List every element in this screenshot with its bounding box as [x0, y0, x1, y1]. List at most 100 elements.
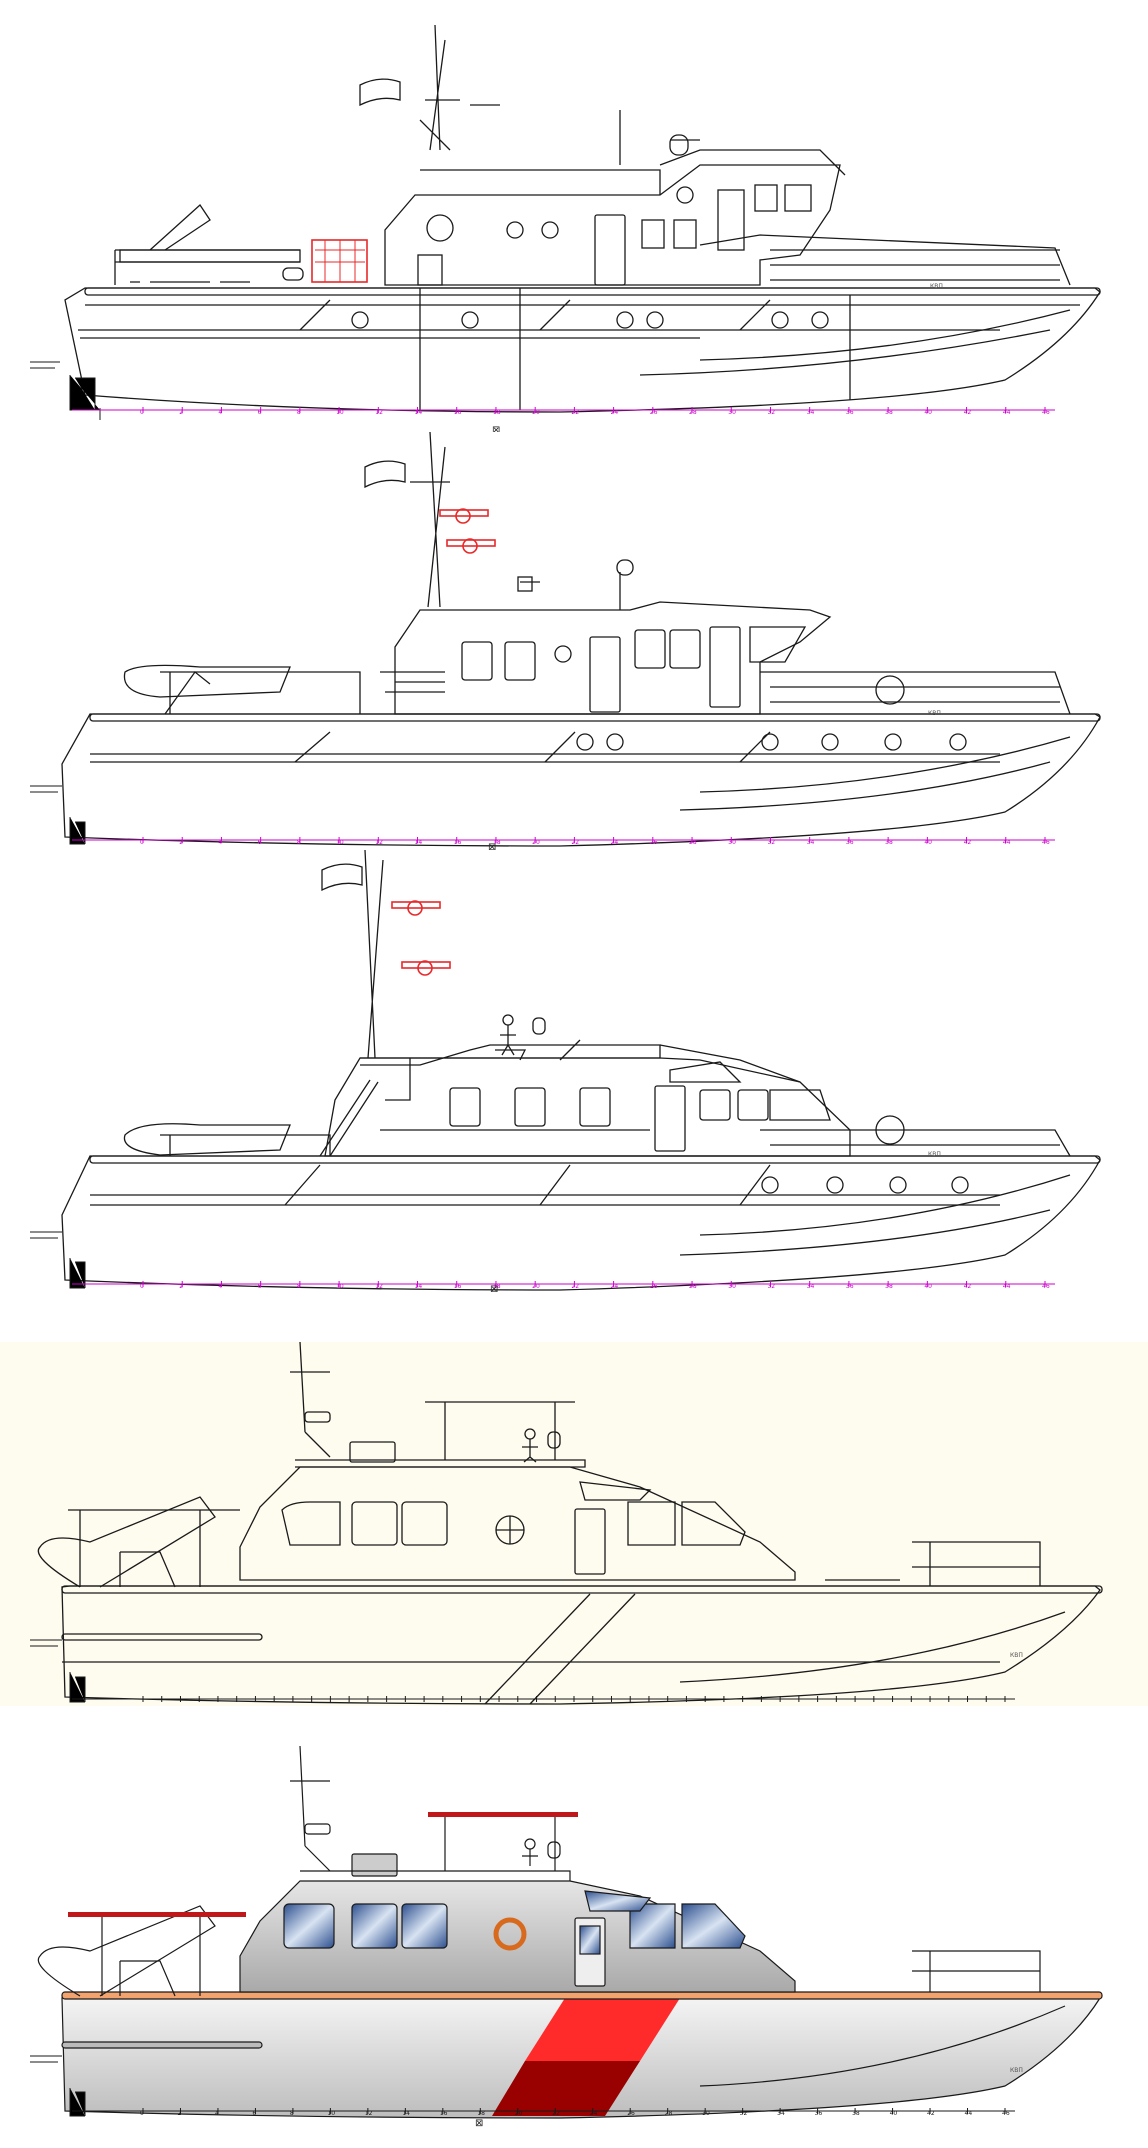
- frame-tick-label: 36: [846, 839, 854, 846]
- frame-tick-label: 14: [402, 2110, 410, 2117]
- frame-tick-label: 40: [890, 2110, 898, 2117]
- frame-tick-label: 2: [177, 2110, 181, 2117]
- frame-tick-label: 4: [218, 839, 222, 846]
- frame-tick-label: 12: [375, 839, 383, 846]
- frame-tick-label: 32: [740, 2110, 748, 2117]
- cabin-door: [589, 636, 621, 713]
- frame-tick-label: 20: [532, 1283, 540, 1290]
- frame-tick-label: 10: [327, 2110, 335, 2117]
- frame-tick-label: 18: [493, 839, 501, 846]
- flag: [364, 460, 406, 489]
- hull-stripe-lower: [492, 2061, 640, 2116]
- frame-tick-label: 12: [365, 2110, 373, 2117]
- mast: [364, 850, 411, 1101]
- midship-mark: ⊠: [490, 1284, 498, 1292]
- frame-tick-label: 24: [590, 2110, 598, 2117]
- deck-rail: [84, 287, 1101, 296]
- frame-tick-label: 8: [297, 1283, 301, 1290]
- frame-tick-label: 16: [454, 409, 462, 416]
- canopy-roofs: [68, 1812, 578, 1917]
- frame-tick-label: 44: [1003, 839, 1011, 846]
- mast: [410, 432, 450, 608]
- cabin-door: [574, 1508, 606, 1575]
- operator-figure: [524, 1838, 536, 1850]
- operator-figure: [502, 1014, 514, 1026]
- frame-tick-label: 24: [611, 409, 619, 416]
- frame-tick-label: 8: [297, 839, 301, 846]
- frame-tick-label: 28: [689, 409, 697, 416]
- frame-tick-label: 36: [846, 1283, 854, 1290]
- frame-tick-label: 22: [552, 2110, 560, 2117]
- porthole-large: [875, 675, 905, 705]
- frame-tick-label: 34: [807, 1283, 815, 1290]
- highlight-liferaft: [311, 239, 368, 283]
- frame-tick-label: 46: [1042, 409, 1050, 416]
- panel-background: [0, 1342, 1148, 1706]
- frame-tick-label: 32: [767, 409, 775, 416]
- frame-tick-label: 14: [415, 839, 423, 846]
- frame-tick-label: 42: [927, 2110, 935, 2117]
- hull-mark: КВП: [928, 1151, 941, 1158]
- hull-mark: КВП: [930, 283, 943, 290]
- frame-tick-label: 44: [965, 2110, 973, 2117]
- frame-tick-label: 30: [728, 1283, 736, 1290]
- frame-tick-label: 2: [179, 839, 183, 846]
- superstructure: [239, 1466, 796, 1581]
- frame-tick-label: 4: [218, 409, 222, 416]
- davit-crane: [149, 204, 211, 251]
- frame-tick-label: 32: [767, 1283, 775, 1290]
- superstructure: [324, 1057, 851, 1157]
- porthole-large: [426, 214, 454, 242]
- frame-tick-label: 26: [650, 839, 658, 846]
- superstructure: [384, 164, 841, 286]
- mast: [290, 1745, 331, 1872]
- hull-outline: [61, 713, 1101, 847]
- highlight-radar: [391, 900, 451, 976]
- frame-tick-label: 30: [728, 839, 736, 846]
- deck-rail: [61, 1991, 1103, 2000]
- frame-tick-label: 44: [1003, 1283, 1011, 1290]
- midship-mark: ⊠: [492, 425, 500, 432]
- frame-tick-label: 18: [493, 1283, 501, 1290]
- deck-rail: [89, 1155, 1101, 1164]
- flag: [321, 863, 363, 892]
- midship-mark: ⊠: [475, 2118, 483, 2129]
- rescue-boat: [123, 664, 291, 698]
- frame-tick-label: 0: [140, 839, 144, 846]
- frame-tick-label: 26: [650, 1283, 658, 1290]
- mast: [419, 24, 460, 151]
- frame-tick-label: 10: [336, 1283, 344, 1290]
- frame-tick-label: 0: [140, 1283, 144, 1290]
- frame-tick-label: 4: [218, 1283, 222, 1290]
- hull-mark: КВП: [1010, 1652, 1023, 1659]
- frame-tick-label: 30: [728, 409, 736, 416]
- frame-tick-label: 4: [215, 2110, 219, 2117]
- frame-tick-label: 16: [454, 839, 462, 846]
- superstructure: [394, 601, 832, 715]
- hull-mark: КВП: [928, 710, 941, 717]
- deck-rail: [89, 713, 1101, 722]
- elevation-drawing-4: КВП: [0, 1342, 1148, 1706]
- frame-tick-label: 6: [258, 409, 262, 416]
- frame-tick-label: 40: [924, 1283, 932, 1290]
- frame-tick-label: 34: [807, 409, 815, 416]
- frame-tick-label: 40: [924, 409, 932, 416]
- frame-tick-label: 2: [179, 1283, 183, 1290]
- frame-tick-label: 32: [767, 839, 775, 846]
- frame-tick-label: 28: [665, 2110, 673, 2117]
- frame-tick-label: 44: [1003, 409, 1011, 416]
- frame-tick-label: 12: [375, 409, 383, 416]
- hull-mark: КВП: [1010, 2067, 1023, 2074]
- frame-tick-label: 28: [689, 839, 697, 846]
- frame-tick-label: 8: [290, 2110, 294, 2117]
- frame-tick-label: 34: [777, 2110, 785, 2117]
- flag: [359, 78, 401, 107]
